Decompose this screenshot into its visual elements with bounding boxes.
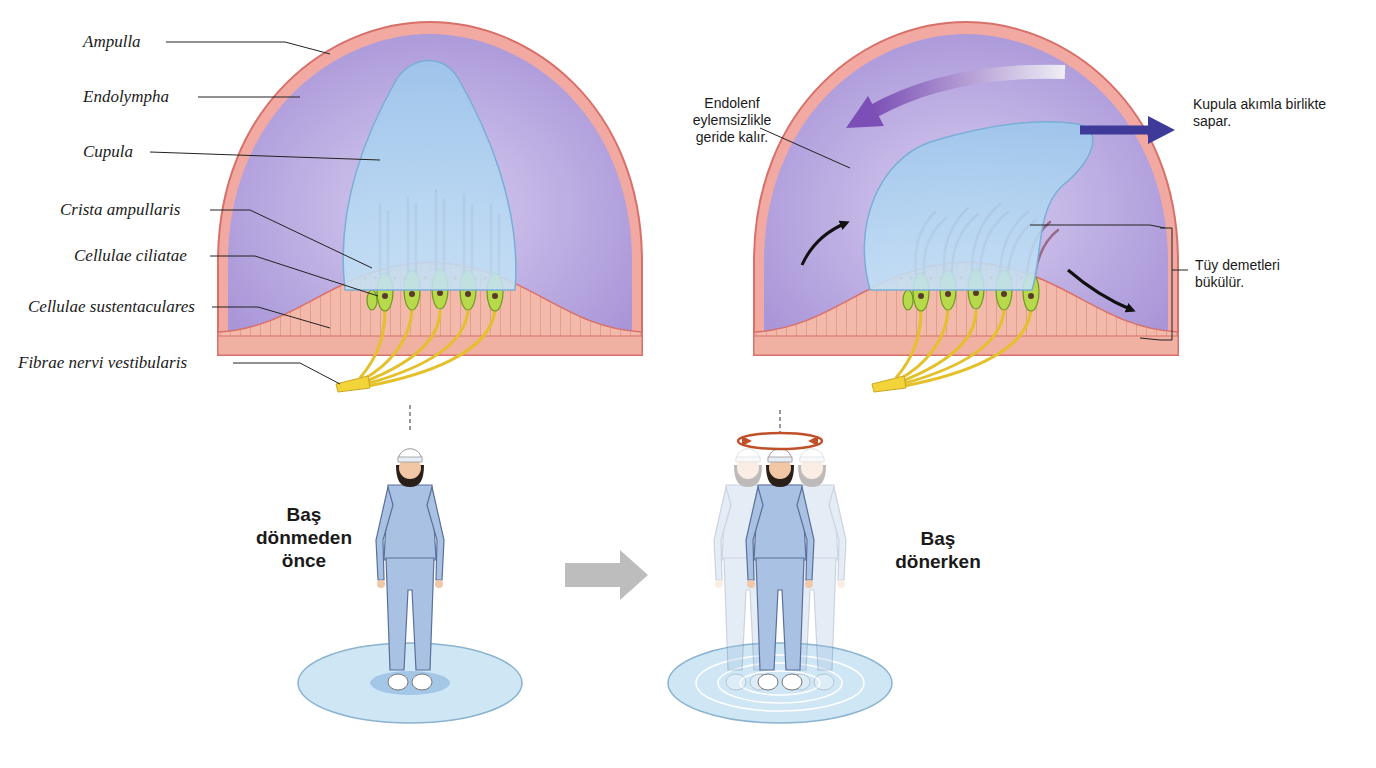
leader-lines <box>150 42 1188 384</box>
rotation-arrow <box>738 433 822 449</box>
endolymph-flow-arrow <box>872 72 1065 112</box>
ampulla-rest <box>218 22 642 392</box>
annotation: Endolenf eylemsizlikle geride kalır. <box>676 95 788 146</box>
person-still <box>376 449 444 690</box>
part-label: Cellulae ciliatae <box>74 246 224 266</box>
cupula-rest <box>343 60 516 290</box>
state-caption: Baş dönerken <box>890 527 986 573</box>
ampulla-rotating <box>754 22 1178 392</box>
part-label: Cellulae sustentaculares <box>28 297 228 317</box>
part-label: Ampulla <box>83 32 203 52</box>
cupula-deflected <box>865 122 1093 290</box>
sequence-arrow <box>565 550 648 600</box>
cupula-deflection-arrow <box>1148 116 1175 144</box>
annotation: Tüy demetleri bükülür. <box>1195 257 1315 291</box>
person-rotating <box>746 449 814 690</box>
part-label: Fibrae nervi vestibularis <box>18 353 238 373</box>
part-label: Cupula <box>83 142 203 162</box>
part-label: Endolympha <box>83 87 213 107</box>
state-caption: Baş dönmeden önce <box>252 503 356 572</box>
annotation: Kupula akımla birlikte sapar. <box>1193 96 1363 130</box>
part-label: Crista ampullaris <box>60 200 220 220</box>
